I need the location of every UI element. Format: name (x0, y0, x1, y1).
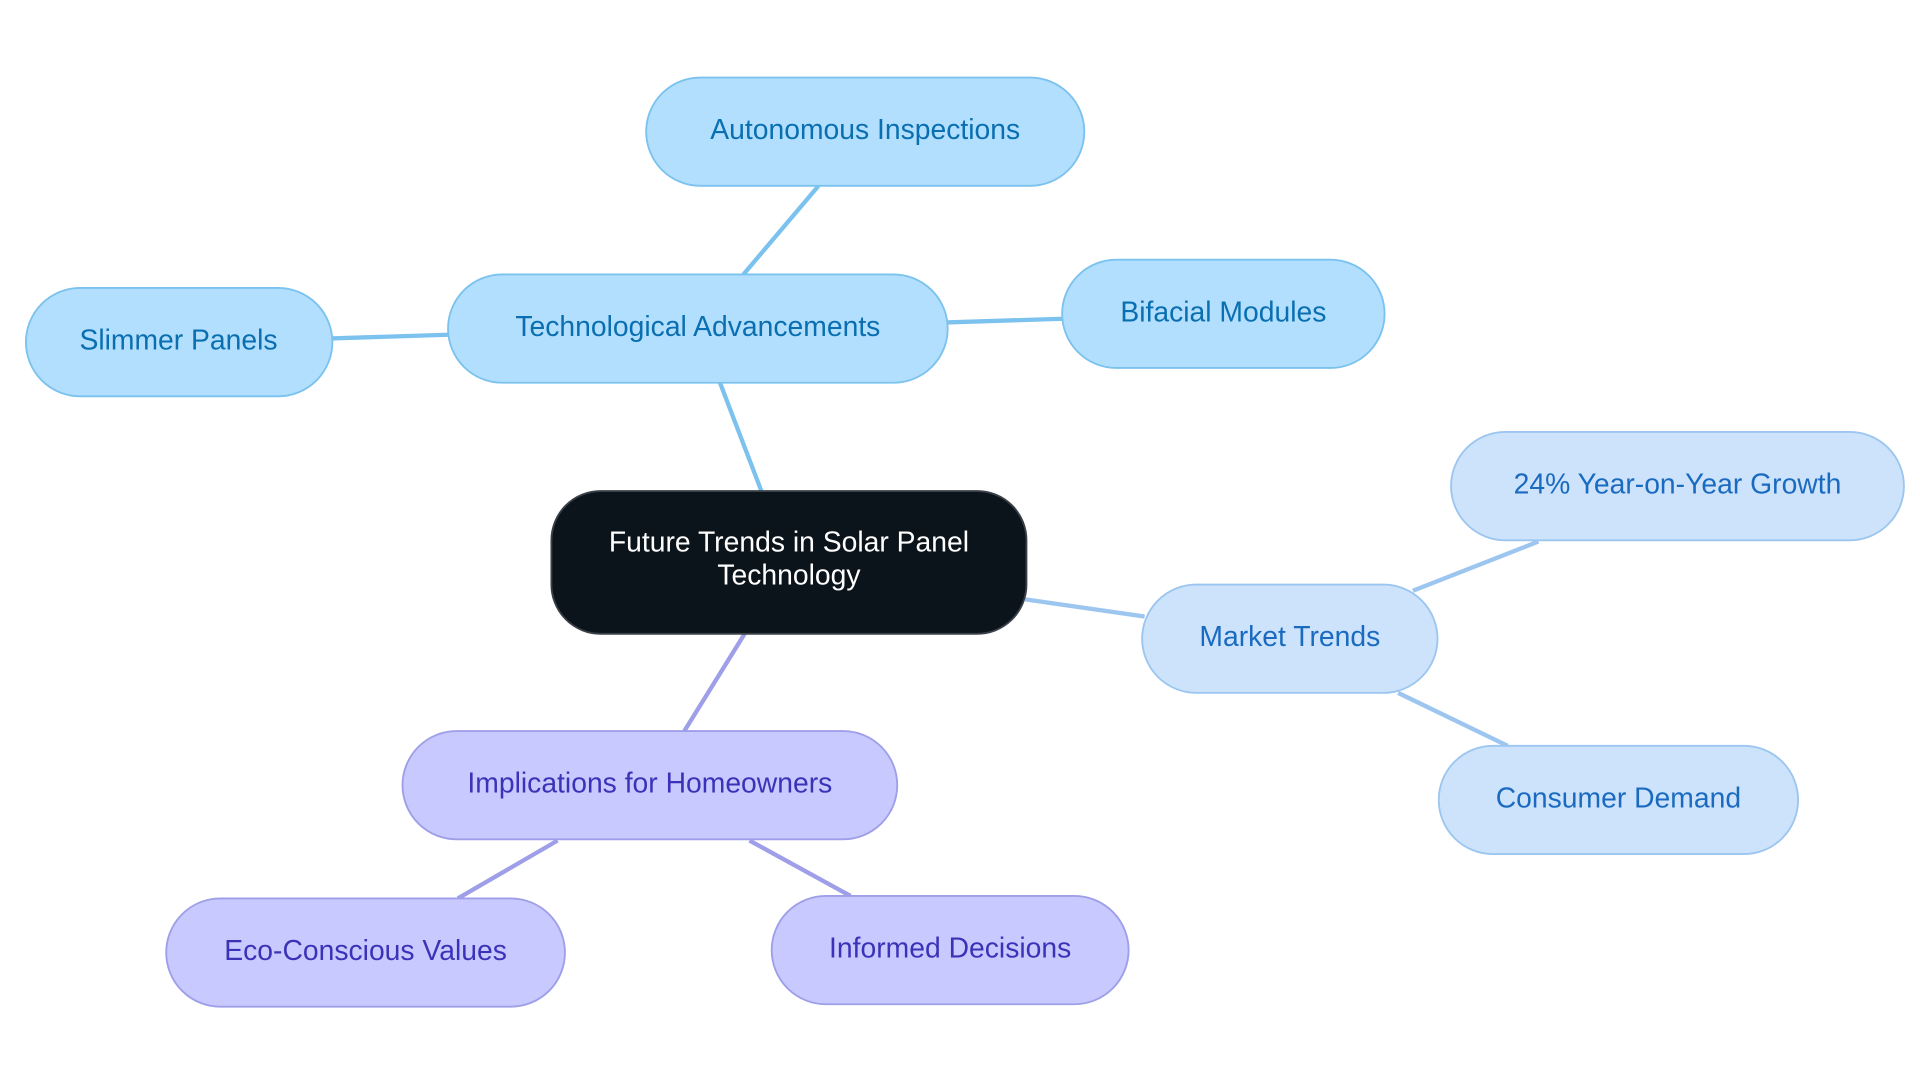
node-informed-decisions[interactable]: Informed Decisions (770, 895, 1130, 1006)
node-label: Market Trends (1199, 620, 1380, 652)
edge-root-home (682, 632, 747, 733)
node-label: Slimmer Panels (79, 324, 277, 356)
edge-market-demand (1397, 690, 1509, 748)
node-label: Implications for Homeowners (467, 767, 832, 799)
edge-home-eco (456, 838, 559, 901)
root-label-line1: Future Trends in Solar Panel (609, 525, 969, 557)
node-label: Bifacial Modules (1120, 295, 1326, 327)
edge-root-market (1024, 597, 1145, 619)
node-implications-homeowners[interactable]: Implications for Homeowners (401, 730, 899, 841)
edge-home-informed (748, 838, 852, 898)
root-node[interactable]: Future Trends in Solar Panel Technology (550, 490, 1028, 635)
node-consumer-demand[interactable]: Consumer Demand (1437, 744, 1800, 856)
node-autonomous-inspections[interactable]: Autonomous Inspections (645, 76, 1086, 187)
edge-tech-slimmer (331, 332, 449, 341)
node-label: 24% Year-on-Year Growth (1514, 468, 1842, 500)
node-slimmer-panels[interactable]: Slimmer Panels (24, 287, 334, 398)
root-label-line2: Technology (717, 559, 861, 591)
edge-tech-bifacial (946, 316, 1064, 325)
node-label: Consumer Demand (1496, 781, 1741, 813)
edge-tech-autonomous (741, 184, 821, 276)
edge-root-tech (718, 381, 764, 494)
connectors (331, 184, 1540, 901)
node-eco-conscious-values[interactable]: Eco-Conscious Values (165, 897, 566, 1008)
node-technological-advancements[interactable]: Technological Advancements (447, 273, 949, 384)
node-yoy-growth[interactable]: 24% Year-on-Year Growth (1450, 431, 1905, 542)
edge-market-growth (1412, 539, 1540, 593)
node-bifacial-modules[interactable]: Bifacial Modules (1061, 258, 1386, 369)
node-market-trends[interactable]: Market Trends (1141, 583, 1439, 694)
node-label: Informed Decisions (829, 932, 1071, 964)
node-label: Eco-Conscious Values (224, 934, 507, 966)
node-label: Autonomous Inspections (710, 113, 1020, 145)
node-label: Technological Advancements (515, 310, 880, 342)
